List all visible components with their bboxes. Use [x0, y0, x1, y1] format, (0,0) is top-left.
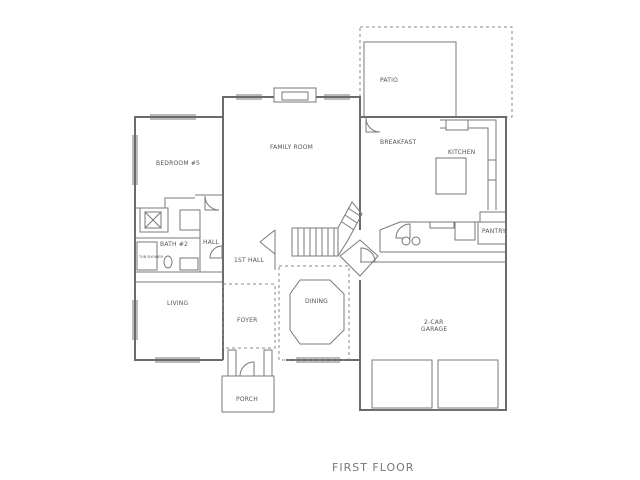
label-garage-line1: 2-CAR [424, 319, 443, 326]
dining-table [289, 279, 345, 345]
label-porch: PORCH [236, 396, 258, 403]
label-tub-shower: TUB SHOWER [138, 255, 163, 259]
label-foyer: FOYER [237, 317, 257, 324]
label-patio: PATIO [380, 77, 398, 84]
label-kitchen: KITCHEN [448, 149, 475, 156]
plan-title: FIRST FLOOR [332, 461, 414, 474]
label-pantry: PANTRY [482, 228, 506, 235]
bath-fixtures [136, 211, 199, 271]
kitchen-fixtures [395, 119, 497, 246]
label-first-hall: 1ST HALL [234, 257, 265, 264]
label-hall: HALL [203, 239, 220, 246]
interior-walls [135, 194, 507, 361]
garage-doors [371, 359, 499, 411]
fireplace [273, 87, 317, 103]
label-living: LIVING [167, 300, 188, 307]
label-family-room: FAMILY ROOM [270, 144, 313, 151]
label-bath: BATH #2 [160, 241, 188, 248]
windows [132, 94, 350, 363]
porch-area [221, 349, 275, 413]
patio-area [359, 26, 513, 118]
doors [204, 117, 381, 263]
label-breakfast: BREAKFAST [380, 139, 417, 146]
label-dining: DINING [305, 298, 328, 305]
exterior-walls [134, 96, 507, 411]
label-garage-line2: GARAGE [421, 326, 447, 333]
staircase [259, 201, 379, 277]
label-bedroom: BEDROOM #5 [156, 160, 200, 167]
